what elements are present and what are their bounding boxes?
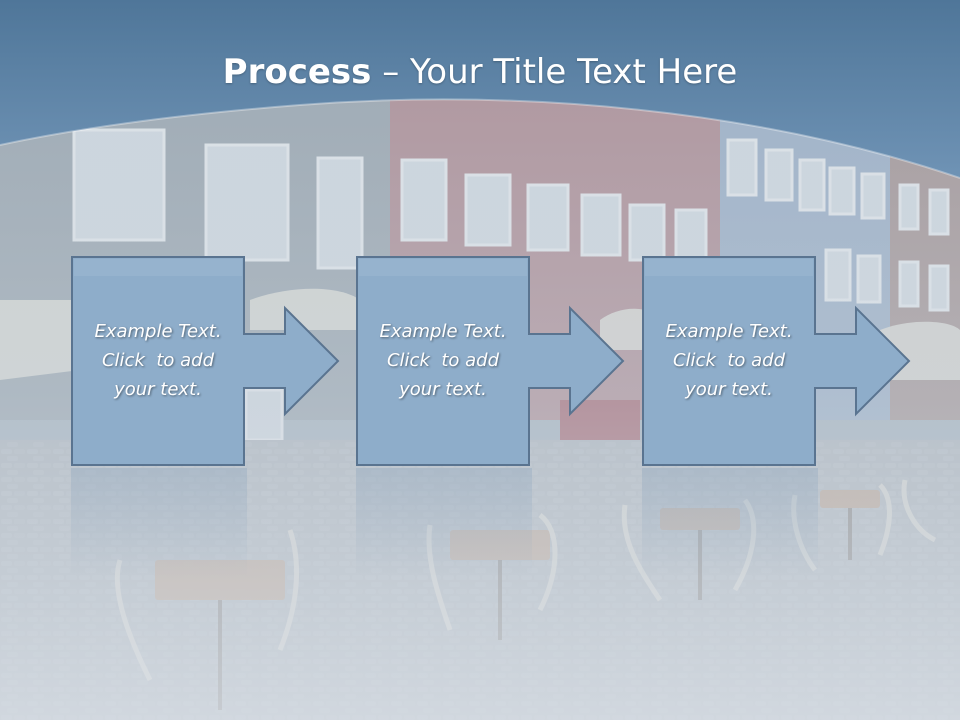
- step-1-reflection: [71, 468, 247, 578]
- step-2-text[interactable]: Example Text. Click to add your text.: [356, 256, 530, 468]
- step-1-line-1: Example Text.: [94, 320, 222, 342]
- step-2-line-1: Example Text.: [379, 320, 507, 342]
- process-step-3[interactable]: Example Text. Click to add your text.: [642, 256, 960, 468]
- slide-title[interactable]: Process – Your Title Text Here: [0, 52, 960, 92]
- step-2-line-3: your text.: [399, 378, 487, 400]
- step-2-reflection: [356, 468, 532, 578]
- step-3-text[interactable]: Example Text. Click to add your text.: [642, 256, 816, 468]
- step-1-arrow-shape: [71, 256, 340, 466]
- step-1-line-2: Click to add: [101, 349, 214, 371]
- title-bold-text: Process: [222, 52, 372, 92]
- title-rest-text: Your Title Text Here: [410, 52, 738, 92]
- step-1-text[interactable]: Example Text. Click to add your text.: [71, 256, 245, 468]
- step-3-arrow-shape: [642, 256, 911, 466]
- step-3-line-2: Click to add: [672, 349, 785, 371]
- step-2-line-2: Click to add: [386, 349, 499, 371]
- process-step-2[interactable]: Example Text. Click to add your text.: [356, 256, 696, 468]
- process-step-1[interactable]: Example Text. Click to add your text.: [71, 256, 411, 468]
- step-3-line-1: Example Text.: [665, 320, 793, 342]
- step-1-line-3: your text.: [114, 378, 202, 400]
- step-2-arrow-shape: [356, 256, 625, 466]
- step-3-reflection: [642, 468, 818, 578]
- step-3-line-3: your text.: [685, 378, 773, 400]
- title-dash: –: [371, 52, 411, 92]
